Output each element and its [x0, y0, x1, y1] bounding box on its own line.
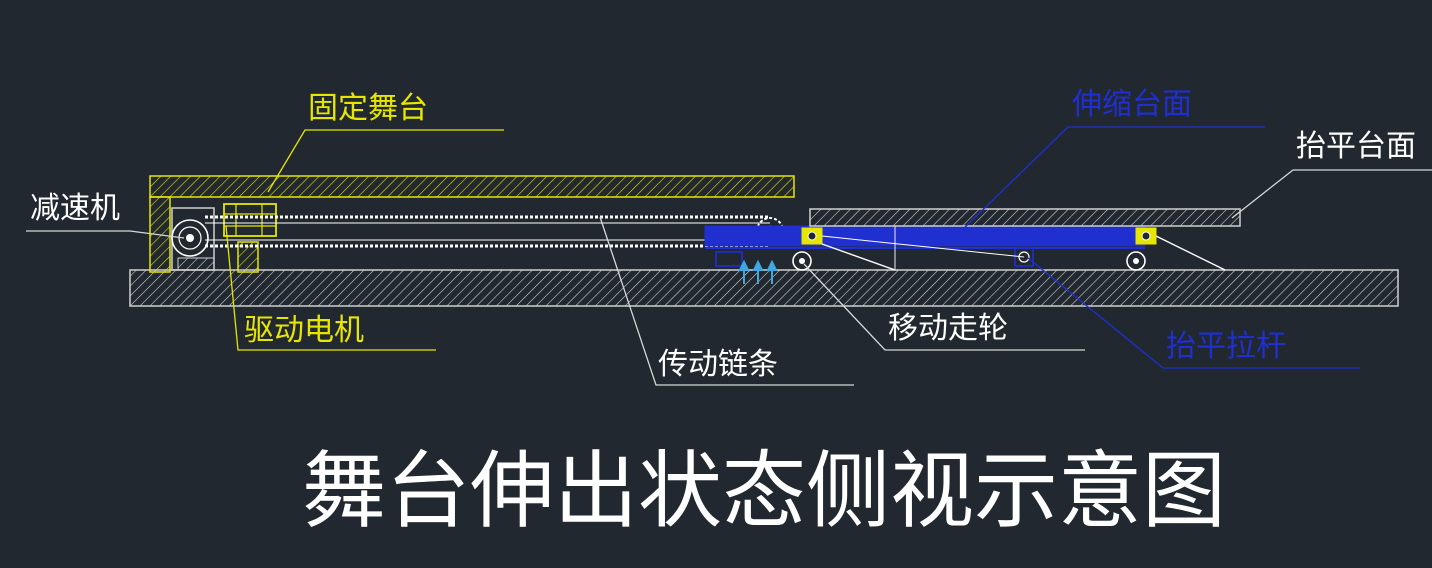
- leveling-deck: [809, 208, 1241, 270]
- telescopic-deck: [704, 225, 1146, 267]
- leader-lines: [26, 126, 1432, 386]
- fixed-stage-structure: [149, 175, 795, 273]
- moving-wheels: [792, 251, 1146, 271]
- label-fixed-stage: 固定舞台: [308, 91, 428, 126]
- label-drive-motor: 驱动电机: [244, 313, 364, 348]
- label-moving-wheel: 移动走轮: [888, 311, 1008, 346]
- leveling-rod-links: [821, 235, 1226, 271]
- diagram-title: 舞台伸出状态侧视示意图: [302, 442, 1226, 540]
- label-reducer: 减速机: [30, 191, 120, 226]
- label-leveling-deck: 抬平台面: [1296, 129, 1416, 164]
- pivot-brackets: [801, 227, 1157, 245]
- floor: [129, 269, 1399, 307]
- label-telescopic-deck: 伸缩台面: [1072, 87, 1192, 122]
- cyan-arrows: [738, 259, 778, 284]
- reducer-gearbox: [171, 207, 215, 271]
- label-leveling-rod: 抬平拉杆: [1166, 329, 1286, 364]
- drive-motor: [223, 203, 277, 237]
- label-transmission-chain: 传动链条: [658, 347, 778, 382]
- transmission-chain: [205, 215, 784, 248]
